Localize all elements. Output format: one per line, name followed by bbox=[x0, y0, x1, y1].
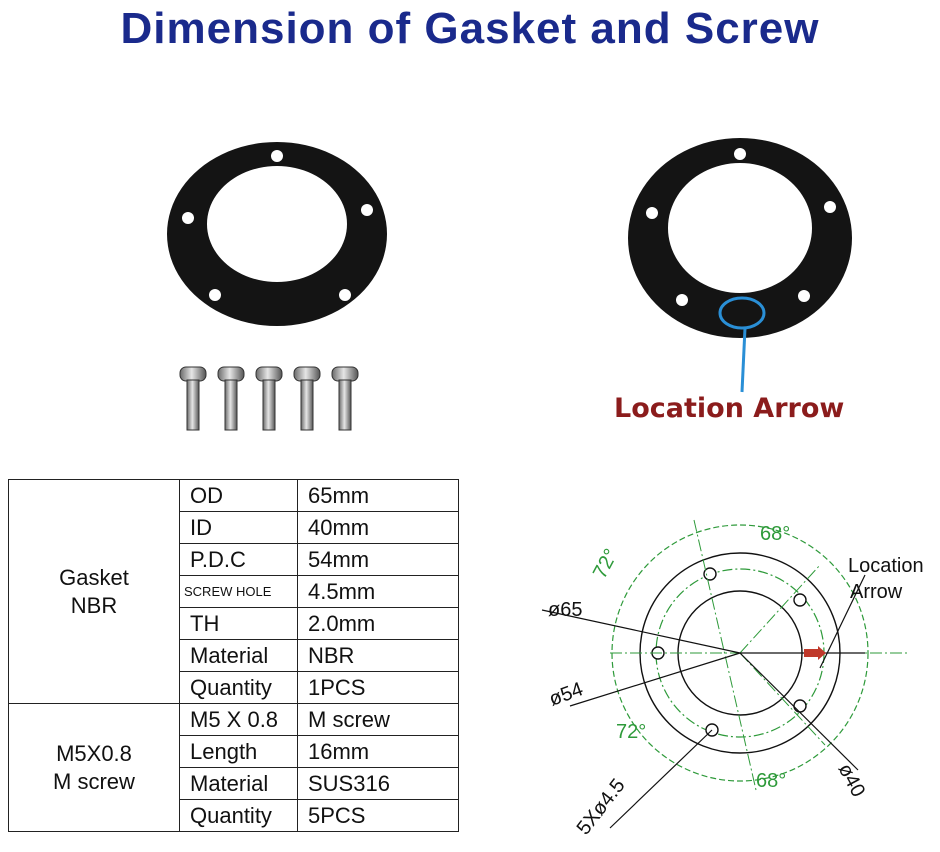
spec-key: ID bbox=[179, 511, 298, 544]
spec-key: P.D.C bbox=[179, 543, 298, 576]
table-row: M5X0.8 M screw M5 X 0.8 M screw bbox=[8, 703, 459, 832]
spec-key: Quantity bbox=[179, 671, 298, 704]
angle-left-top-label: 72° bbox=[589, 545, 623, 582]
table-row: TH 2.0mm bbox=[9, 607, 459, 640]
spec-key: SCREW HOLE bbox=[179, 575, 298, 608]
table-row: ID 40mm bbox=[9, 511, 459, 544]
spec-key: Length bbox=[179, 735, 298, 768]
location-arrow-label: Location Arrow bbox=[614, 393, 845, 424]
gasket-group-line1: Gasket bbox=[59, 564, 129, 590]
table-row: Length 16mm bbox=[9, 735, 459, 768]
spec-key: Material bbox=[179, 639, 298, 672]
table-row: Quantity 1PCS bbox=[9, 671, 459, 704]
table-row: SCREW HOLE 4.5mm bbox=[9, 575, 459, 608]
page-title: Dimension of Gasket and Screw bbox=[120, 4, 820, 53]
table-row: Material NBR bbox=[9, 639, 459, 672]
spec-key: TH bbox=[179, 607, 298, 640]
gasket-group-cell: Gasket NBR bbox=[8, 479, 180, 704]
screw-group-line1: M5X0.8 bbox=[56, 740, 132, 766]
spec-key: OD bbox=[179, 479, 298, 512]
spec-value: 65mm bbox=[297, 479, 459, 512]
spec-value: 54mm bbox=[297, 543, 459, 576]
location-line1: Location bbox=[848, 555, 924, 577]
gasket-group-line2: NBR bbox=[70, 592, 118, 618]
spec-key: Material bbox=[179, 767, 298, 800]
spec-value: SUS316 bbox=[297, 767, 459, 800]
location-pointer-line bbox=[740, 327, 747, 393]
table-row: Quantity 5PCS bbox=[9, 799, 459, 832]
spec-value: NBR bbox=[297, 639, 459, 672]
screw-group-cell: M5X0.8 M screw bbox=[8, 703, 180, 832]
location-circle bbox=[718, 296, 766, 330]
screw-group-line2: M screw bbox=[53, 768, 135, 794]
spec-value: 5PCS bbox=[297, 799, 459, 832]
angle-top-label: 68° bbox=[760, 523, 790, 545]
spec-value: 4.5mm bbox=[297, 575, 459, 608]
od-label: ø65 bbox=[548, 599, 582, 621]
spec-table: Gasket NBR OD 65mm ID 40mm P.D.C 54mm SC… bbox=[8, 479, 459, 832]
holes-label: 5Xø4.5 bbox=[573, 775, 630, 839]
spec-value: M screw bbox=[297, 703, 459, 736]
screws-photo bbox=[179, 366, 359, 431]
id-label: ø40 bbox=[834, 760, 870, 801]
table-row: Gasket NBR OD 65mm bbox=[8, 479, 459, 704]
spec-key: Quantity bbox=[179, 799, 298, 832]
angle-bottom-label: 68° bbox=[756, 770, 786, 792]
table-row: P.D.C 54mm bbox=[9, 543, 459, 576]
spec-value: 2.0mm bbox=[297, 607, 459, 640]
location-line2: Arrow bbox=[850, 581, 903, 603]
gasket-photo-right bbox=[628, 138, 853, 393]
pdc-label: ø54 bbox=[546, 678, 586, 710]
spec-value: 40mm bbox=[297, 511, 459, 544]
spec-value: 1PCS bbox=[297, 671, 459, 704]
gasket-photo-left bbox=[167, 142, 388, 326]
spec-value: 16mm bbox=[297, 735, 459, 768]
spec-key: M5 X 0.8 bbox=[179, 703, 298, 736]
angle-left-bottom-label: 72° bbox=[616, 721, 646, 743]
technical-drawing: 68° 72° 72° 68° ø65 ø54 ø40 5Xø4.5 Locat… bbox=[541, 519, 924, 839]
